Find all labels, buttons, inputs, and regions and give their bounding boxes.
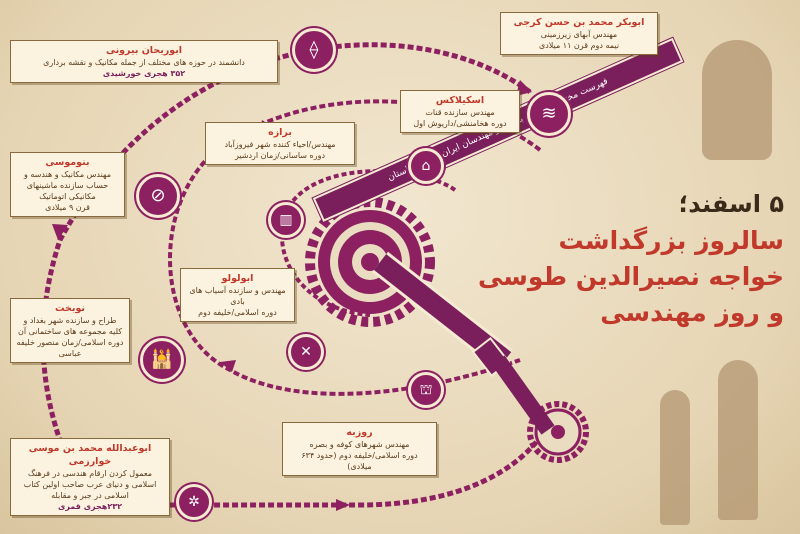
title-line-2: سالروز بزرگداشت [558, 226, 784, 255]
palace-icon: ▥ [268, 202, 304, 238]
qanat-icon: ⌂ [408, 148, 444, 184]
engineer-name: برازه [268, 127, 292, 138]
engineer-card-roozbeh: روزبه مهندس شهرهای کوفه و بصره دوره اسلا… [282, 422, 437, 476]
engineer-era: دوره ساسانی/زمان اردشیر [234, 151, 326, 160]
mosque-icon: 🕌 [140, 338, 184, 382]
engineer-name: نوبخت [55, 303, 85, 314]
engineer-card-banu-musa: بنوموسی مهندس مکانیک و هندسه و حساب سازن… [10, 152, 125, 217]
engineer-desc: دانشمند در حوزه های مختلف از جمله مکانیک… [43, 58, 245, 67]
engineer-desc: مهندس مکانیک و هندسه و حساب سازنده ماشین… [23, 170, 111, 201]
math-icon: ✲ [176, 484, 212, 520]
engineer-desc: مهندس آبهای زیرزمینی [540, 30, 618, 39]
surveyor-silhouette [660, 390, 690, 525]
arrow-head [516, 80, 532, 96]
engineer-era: قرن ۹ میلادی [45, 203, 90, 212]
arrow-head [52, 224, 68, 240]
title-line-3: خواجه نصیرالدین طوسی [477, 262, 784, 291]
engineer-era: ۳۵۲ هجری خورشیدی [102, 69, 186, 78]
engineer-era: دوره هخامنشی/داریوش اول [413, 119, 507, 128]
engineer-name: بنوموسی [45, 157, 90, 168]
engineer-name: ابوبکر محمد بن حسن کرجی [513, 17, 645, 28]
city-gate-icon: ⛫ [408, 372, 444, 408]
geometry-icon: ⊘ [136, 174, 180, 218]
engineer-name: ابوعبدالله محمد بن موسی خوارزمی [28, 443, 152, 467]
rear-gear [527, 401, 589, 463]
title-date: ۵ اسفند؛ [678, 190, 784, 218]
engineer-name: ابوریحان بیرونی [105, 45, 183, 56]
engineer-desc: مهندس شهرهای کوفه و بصره [309, 440, 410, 449]
windmill-icon: ✕ [288, 334, 324, 370]
arrow-head [336, 499, 350, 511]
engineer-card-biruni: ابوریحان بیرونی دانشمند در حوزه های مختل… [10, 40, 278, 83]
engineer-era: دوره اسلامی/خلیفه دوم (حدود ۶۳۴ میلادی) [301, 451, 418, 471]
engineer-desc: مهندس/احیاء کننده شهر فیروزآباد [224, 140, 336, 149]
engineer-card-khwarizmi: ابوعبدالله محمد بن موسی خوارزمی معمول کر… [10, 438, 170, 516]
title-line-4: و روز مهندسی [600, 298, 784, 327]
engineer-name: ابولولو [221, 273, 254, 284]
engineer-name: روزبه [346, 427, 373, 438]
compass-icon: ⟠ [292, 28, 336, 72]
engineer-silhouette [718, 360, 758, 520]
engineer-card-karaji: ابوبکر محمد بن حسن کرجی مهندس آبهای زیرز… [500, 12, 658, 55]
engineer-era: نیمه دوم قرن ۱۱ میلادی [538, 41, 620, 50]
chain-outer [40, 42, 548, 508]
engineer-card-nobakht: نوبخت طراح و سازنده شهر بغداد و کلیه مجم… [10, 298, 130, 363]
pedal-bar [491, 355, 555, 435]
engineer-era: دوره اسلامی/زمان منصور خلیفه عباسی [16, 338, 124, 358]
engineer-card-skylax: اسکیلاکس مهندس سازنده قنات دوره هخامنشی/… [400, 90, 520, 133]
engineer-name: اسکیلاکس [435, 95, 485, 106]
engineer-card-barazeh: برازه مهندس/احیاء کننده شهر فیروزآباد دو… [205, 122, 355, 165]
dam-icon: ≋ [527, 92, 571, 136]
engineer-desc: مهندس و سازنده آسیاب های بادی [189, 286, 286, 306]
engineer-era: دوره اسلامی/خلیفه دوم [198, 308, 277, 317]
engineer-desc: مهندس سازنده قنات [425, 108, 495, 117]
portrait-silhouette [702, 40, 772, 160]
engineer-desc: معمول کردن ارقام هندسی در فرهنگ اسلامی و… [23, 469, 157, 500]
arrow-head [220, 360, 236, 372]
engineer-card-abu-lulu: ابولولو مهندس و سازنده آسیاب های بادی دو… [180, 268, 295, 322]
engineer-desc: طراح و سازنده شهر بغداد و کلیه مجموعه ها… [17, 316, 123, 336]
engineer-era: ۲۳۲هجری قمری [58, 502, 122, 511]
